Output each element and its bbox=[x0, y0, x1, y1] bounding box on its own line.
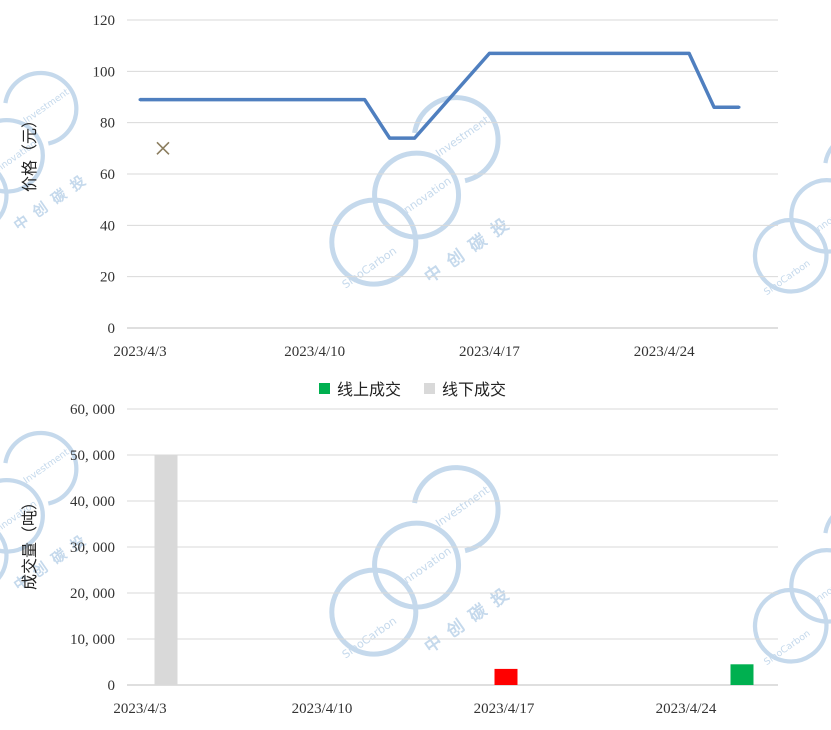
y-tick-label: 120 bbox=[93, 13, 116, 29]
y-tick-label: 30, 000 bbox=[70, 540, 115, 556]
x-tick-label: 2023/4/10 bbox=[284, 344, 345, 360]
watermark-right-en: Investment bbox=[433, 113, 492, 160]
watermark-ring bbox=[823, 500, 831, 576]
watermark-ring bbox=[823, 130, 831, 206]
watermark-ring bbox=[412, 95, 501, 184]
price-series-point bbox=[388, 136, 392, 140]
x-tick-label: 2023/4/24 bbox=[656, 701, 717, 717]
volume-bar-chart: 线上成交 线下成交 0 10, 000 20, 000 30, 000 40, 000 50,… bbox=[20, 380, 778, 717]
legend-swatch bbox=[424, 383, 435, 394]
legend: 线上成交 线下成交 bbox=[319, 380, 506, 399]
y-tick-label: 40 bbox=[100, 218, 115, 234]
y-axis-title: 价格（元） bbox=[20, 112, 39, 192]
y-tick-label: 50, 000 bbox=[70, 448, 115, 464]
y-tick-label: 20, 000 bbox=[70, 586, 115, 602]
x-tick-label: 2023/4/17 bbox=[459, 344, 520, 360]
watermark-right-en: Investment bbox=[22, 447, 72, 487]
x-tick-label: 2023/4/3 bbox=[113, 344, 166, 360]
legend-item: 线上成交 bbox=[319, 380, 401, 399]
price-line-chart: 0 20 40 60 80 100 120 2023/4/3 2023/4/10 2023/4/1… bbox=[20, 13, 778, 360]
watermark-brand-cn: 中创碳投 bbox=[421, 579, 522, 658]
watermark-ring bbox=[789, 547, 831, 624]
watermark-ring bbox=[329, 567, 419, 657]
y-tick-label: 60, 000 bbox=[70, 402, 115, 418]
legend-swatch bbox=[319, 383, 330, 394]
y-tick-label: 60 bbox=[100, 167, 115, 183]
watermark-ring bbox=[372, 520, 462, 610]
watermark-ring bbox=[3, 70, 79, 146]
x-tick-label: 2023/4/24 bbox=[634, 344, 695, 360]
legend-item: 线下成交 bbox=[424, 380, 506, 399]
watermark-right-en: Investment bbox=[433, 483, 492, 530]
watermark-ring bbox=[752, 587, 829, 664]
watermark-middle-en: Innovation bbox=[399, 174, 454, 218]
y-tick-label: 0 bbox=[108, 321, 116, 337]
volume-bar bbox=[154, 455, 178, 685]
price-series-point bbox=[138, 98, 142, 102]
watermark-ring bbox=[0, 117, 45, 194]
y-tick-label: 100 bbox=[93, 64, 116, 80]
price-series-point bbox=[687, 51, 691, 55]
scatter-x-marker bbox=[156, 141, 170, 155]
price-series-point bbox=[712, 105, 716, 109]
y-tick-label: 20 bbox=[100, 270, 115, 286]
price-series-point bbox=[487, 51, 491, 55]
y-tick-label: 10, 000 bbox=[70, 632, 115, 648]
y-tick-label: 80 bbox=[100, 116, 115, 132]
watermark-middle-en: Innovation bbox=[812, 199, 831, 236]
x-tick-label: 2023/4/17 bbox=[474, 701, 535, 717]
watermark-ring bbox=[412, 465, 501, 554]
x-tick-label: 2023/4/10 bbox=[292, 701, 353, 717]
y-tick-label: 0 bbox=[108, 678, 116, 694]
watermark-middle-en: Innovation bbox=[812, 569, 831, 606]
watermark-ring bbox=[789, 177, 831, 254]
watermark-ring bbox=[3, 430, 79, 506]
volume-bar bbox=[730, 664, 754, 685]
y-axis-title: 成交量（吨） bbox=[20, 494, 39, 590]
watermark-brand-cn: 中创碳投 bbox=[421, 209, 522, 288]
price-series-point bbox=[737, 105, 741, 109]
legend-label: 线下成交 bbox=[442, 380, 506, 399]
x-tick-label: 2023/4/3 bbox=[113, 701, 166, 717]
watermark-middle-en: Innovation bbox=[399, 544, 454, 588]
price-series-point bbox=[363, 98, 367, 102]
scatter-x-stroke bbox=[156, 141, 170, 155]
price-series-point bbox=[413, 136, 417, 140]
watermark-ring bbox=[0, 477, 45, 554]
volume-bar bbox=[494, 668, 518, 685]
price-series-line bbox=[140, 51, 739, 140]
legend-label: 线上成交 bbox=[337, 380, 401, 399]
watermark-ring bbox=[372, 150, 462, 240]
y-tick-label: 40, 000 bbox=[70, 494, 115, 510]
watermark-ring bbox=[752, 217, 829, 294]
